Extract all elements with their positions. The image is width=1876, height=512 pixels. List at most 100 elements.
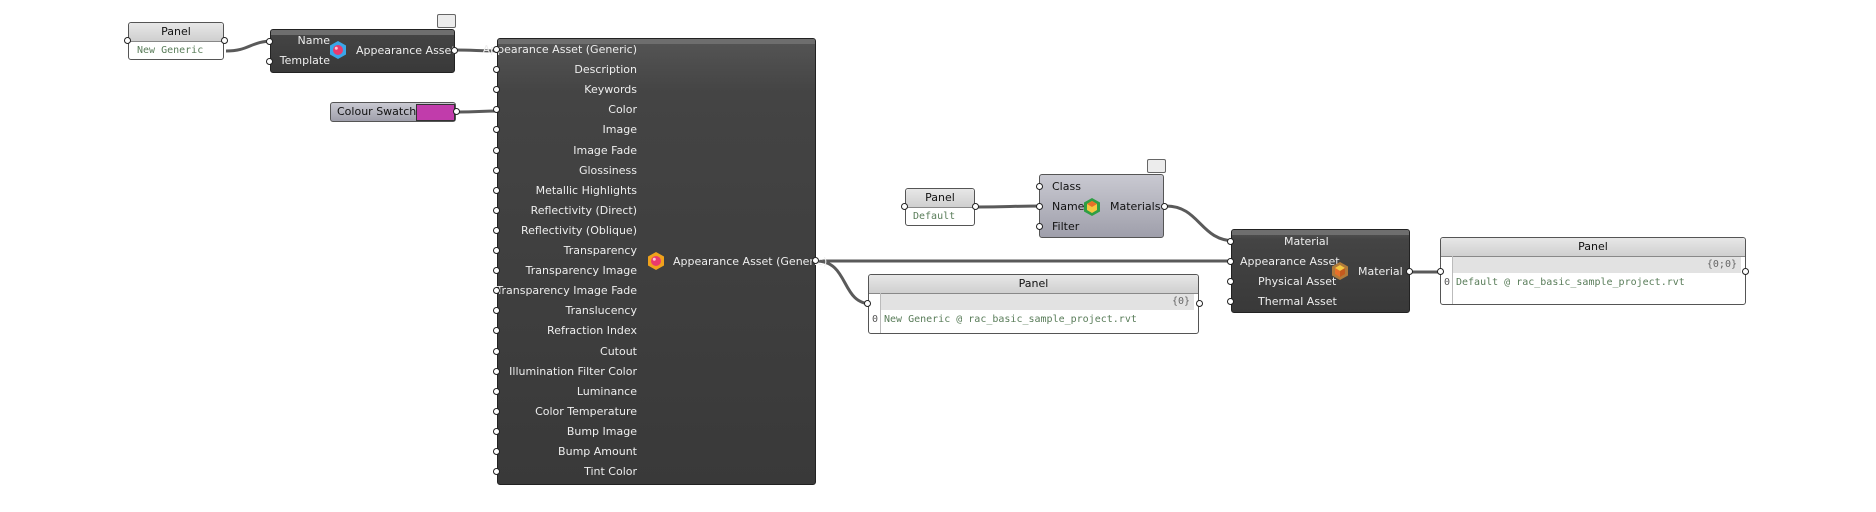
panel-text: Default @ rac_basic_sample_project.rvt (1456, 277, 1685, 288)
generic-input-port[interactable] (493, 126, 500, 134)
colour-swatch-label: Colour Swatch (337, 105, 417, 118)
port-name[interactable] (266, 38, 273, 45)
generic-input-label: Cutout (600, 344, 637, 358)
panel-default-input-port[interactable] (901, 203, 908, 210)
wire-materials-to-material (1165, 204, 1236, 243)
colour-swatch[interactable]: Colour Swatch (330, 102, 456, 122)
wire-generic-to-panel (815, 259, 873, 306)
generic-input-label: Tint Color (584, 465, 637, 479)
generic-input-label: Luminance (576, 384, 637, 398)
generic-input-label: Bump Image (566, 424, 637, 438)
generic-input-port[interactable] (493, 66, 500, 74)
port-appearance-asset-out[interactable] (451, 47, 458, 54)
input-label-filter: Filter (1052, 220, 1080, 233)
generic-input-label: Color (608, 103, 637, 117)
input-label-material: Material (1284, 235, 1329, 248)
generic-input-port[interactable] (493, 46, 500, 53)
generic-input-port[interactable] (493, 106, 500, 114)
generic-output-label: Appearance Asset (Generic) (673, 255, 828, 268)
panel-result-1-output-port[interactable] (1196, 300, 1203, 307)
generic-input-label: Refraction Index (547, 324, 637, 338)
panel-title: Panel (1441, 238, 1745, 257)
generic-input-port[interactable] (493, 387, 500, 395)
generic-input-port[interactable] (493, 186, 500, 194)
port-name[interactable] (1036, 203, 1043, 210)
port-colour-swatch-out[interactable] (453, 108, 460, 115)
input-label-name: Name (297, 34, 330, 47)
port-generic-out[interactable] (812, 257, 819, 264)
generic-input-label: Transparency (563, 244, 637, 257)
port-appearance-asset-in[interactable] (1227, 258, 1234, 265)
generic-input-port[interactable] (493, 407, 500, 415)
port-material-out[interactable] (1406, 268, 1413, 275)
panel-title: Panel (906, 189, 974, 208)
panel-text: New Generic (137, 45, 204, 56)
port-template[interactable] (266, 58, 273, 65)
panel-new-generic-input-port[interactable] (124, 37, 131, 44)
appearance-asset-generic-icon (648, 252, 664, 270)
panel-new-generic-output-port[interactable] (221, 37, 228, 44)
panel-result-2-output-port[interactable] (1742, 268, 1749, 275)
generic-input-port[interactable] (493, 367, 500, 375)
generic-input-label: Metallic Highlights (535, 183, 637, 197)
generic-input-label: Keywords (584, 83, 637, 97)
panel-default[interactable]: Panel Default (905, 188, 975, 226)
materials-node[interactable]: Class Name Filter Materials (1039, 174, 1164, 238)
generic-input-port[interactable] (493, 307, 500, 315)
generic-input-label: Description (574, 63, 637, 77)
generic-input-label: Reflectivity (Oblique) (521, 223, 637, 237)
port-material-in[interactable] (1227, 238, 1234, 245)
generic-input-port[interactable] (493, 267, 500, 275)
materials-preview-toggle[interactable] (1147, 159, 1166, 173)
input-label-name: Name (1052, 200, 1085, 213)
panel-data-path: {0;0} (1453, 257, 1741, 273)
panel-new-generic[interactable]: Panel New Generic (128, 22, 224, 60)
generic-input-port[interactable] (493, 206, 500, 214)
generic-input-port[interactable] (493, 247, 500, 254)
generic-input-port[interactable] (493, 427, 500, 435)
panel-default-output-port[interactable] (972, 203, 979, 210)
generic-input-port[interactable] (493, 327, 500, 335)
port-thermal-asset[interactable] (1227, 298, 1234, 305)
material-icon (1332, 262, 1348, 280)
appearance-asset-icon (330, 41, 346, 59)
port-filter[interactable] (1036, 223, 1043, 230)
port-physical-asset[interactable] (1227, 278, 1234, 285)
generic-input-port[interactable] (493, 287, 500, 295)
panel-result-appearance[interactable]: Panel {0} 0 New Generic @ rac_basic_samp… (868, 274, 1199, 334)
port-materials-out[interactable] (1161, 203, 1168, 210)
port-class[interactable] (1036, 183, 1043, 190)
generic-input-port[interactable] (493, 448, 500, 455)
input-label-class: Class (1052, 180, 1081, 193)
panel-result-material[interactable]: Panel {0;0} 0 Default @ rac_basic_sample… (1440, 237, 1746, 305)
colour-swatch-color[interactable] (416, 104, 455, 121)
generic-input-label: Glossiness (578, 163, 637, 177)
materials-icon (1084, 198, 1100, 216)
generic-input-port[interactable] (493, 468, 500, 476)
node-title: Material (1358, 265, 1403, 278)
panel-title: Panel (129, 23, 223, 42)
generic-input-label: Bump Amount (558, 445, 637, 458)
generic-input-port[interactable] (493, 86, 500, 94)
generic-input-label: Appearance Asset (Generic) (482, 43, 637, 56)
generic-input-port[interactable] (493, 166, 500, 174)
appearance-asset-preview-toggle[interactable] (437, 14, 456, 28)
generic-input-label: Reflectivity (Direct) (530, 203, 637, 217)
generic-input-label: Image (602, 123, 637, 137)
generic-input-port[interactable] (493, 226, 500, 234)
generic-input-port[interactable] (493, 146, 500, 154)
panel-title: Panel (869, 275, 1198, 294)
generic-input-label: Illumination Filter Color (509, 364, 637, 378)
material-node[interactable]: Material Appearance Asset Physical Asset… (1231, 229, 1410, 313)
input-label-template: Template (279, 54, 330, 67)
panel-result-2-input-port[interactable] (1437, 268, 1444, 275)
input-label-physical-asset: Physical Asset (1258, 275, 1337, 288)
wire-default-to-name (976, 204, 1044, 209)
appearance-asset-node[interactable]: Name Template Appearance Asset (270, 29, 456, 73)
panel-text: New Generic @ rac_basic_sample_project.r… (884, 314, 1137, 325)
generic-input-port[interactable] (493, 347, 500, 355)
panel-row-index: 0 (872, 314, 879, 325)
panel-result-1-input-port[interactable] (864, 300, 871, 307)
